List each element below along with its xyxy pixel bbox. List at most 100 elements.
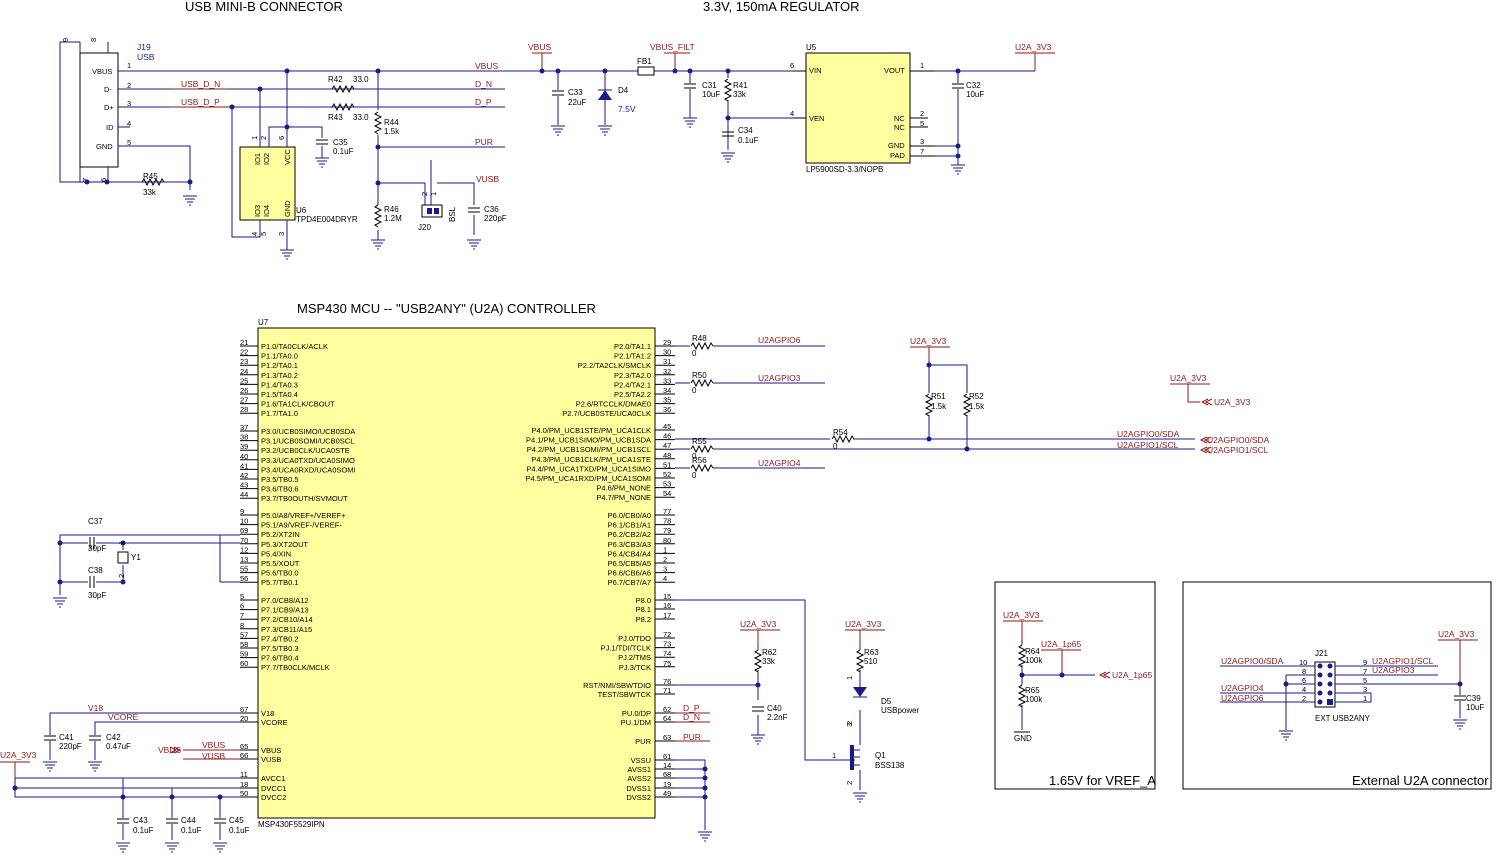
svg-text:GND: GND bbox=[1014, 734, 1032, 743]
mcu-pin-name: P7.7/TB0CLK/MCLK bbox=[261, 663, 330, 672]
mcu-pin-name: P3.6/TB0.6 bbox=[261, 485, 299, 494]
mcu-pin-number: 37 bbox=[240, 423, 248, 432]
svg-text:7: 7 bbox=[1363, 667, 1367, 676]
svg-text:C44: C44 bbox=[181, 816, 196, 825]
mcu-pin-number: 58 bbox=[240, 640, 248, 649]
mcu-pin-name: P5.6/TB0.0 bbox=[261, 569, 299, 578]
mcu-pin-name: P8.1 bbox=[636, 605, 651, 614]
mcu-pin-number: 35 bbox=[663, 396, 671, 405]
svg-text:VCC: VCC bbox=[283, 149, 292, 165]
svg-text:C33: C33 bbox=[568, 88, 583, 97]
mcu-pin-number: 3 bbox=[663, 565, 667, 574]
svg-text:U2A_3V3: U2A_3V3 bbox=[910, 336, 947, 346]
mcu-pin-number: 11 bbox=[240, 770, 248, 779]
svg-text:3: 3 bbox=[1363, 685, 1367, 694]
svg-text:0.1uF: 0.1uF bbox=[738, 136, 759, 145]
ext-connector-section-box bbox=[1182, 581, 1492, 790]
svg-text:1: 1 bbox=[1363, 694, 1367, 703]
svg-text:U2AGPIO0/SDA: U2AGPIO0/SDA bbox=[1207, 435, 1270, 445]
svg-text:0.47uF: 0.47uF bbox=[106, 742, 131, 751]
regulator-section-title: 3.3V, 150mA REGULATOR bbox=[703, 0, 860, 14]
u6-tvs: IO1 IO2 VCC IO3 IO4 GND 1 2 6 4 5 3 U6 T… bbox=[231, 71, 358, 260]
u5-ldo-regulator: VIN VEN 6 4 VOUT NC NC GND PAD 1 2 5 3 7… bbox=[790, 43, 935, 174]
svg-text:VBUS: VBUS bbox=[92, 67, 112, 76]
mcu-pin-name: PJ.2/TMS bbox=[618, 653, 651, 662]
svg-text:510: 510 bbox=[864, 657, 878, 666]
mcu-pin-number: 66 bbox=[240, 751, 248, 760]
svg-text:R63: R63 bbox=[864, 648, 879, 657]
mcu-pin-name: P5.3/XT2OUT bbox=[261, 540, 309, 549]
svg-text:IO4: IO4 bbox=[262, 205, 271, 217]
mcu-pin-number: 14 bbox=[663, 761, 671, 770]
mcu-pin-number: 53 bbox=[663, 480, 671, 489]
mcu-pin-name: P4.0/PM_UCB1STE/PM_UCA1CLK bbox=[531, 426, 651, 435]
svg-text:R41: R41 bbox=[733, 81, 748, 90]
fb1-ferrite bbox=[637, 66, 655, 76]
svg-text:U2AGPIO4: U2AGPIO4 bbox=[1221, 683, 1264, 693]
svg-text:U2A_1p65: U2A_1p65 bbox=[1112, 670, 1152, 680]
mcu-pin-number: 30 bbox=[663, 348, 671, 357]
svg-text:D+: D+ bbox=[104, 103, 114, 112]
svg-text:EXT USB2ANY: EXT USB2ANY bbox=[1315, 714, 1371, 723]
svg-text:2: 2 bbox=[259, 136, 268, 140]
mcu-pin-number: 12 bbox=[240, 545, 248, 554]
svg-text:VBUS_FILT: VBUS_FILT bbox=[650, 42, 695, 52]
u7-part: MSP430F5529IPN bbox=[258, 820, 325, 829]
mcu-pin-name: V18 bbox=[261, 709, 274, 718]
mcu-pin-number: 20 bbox=[240, 714, 248, 723]
mcu-pin-number: 56 bbox=[240, 574, 248, 583]
svg-text:V18: V18 bbox=[88, 703, 103, 713]
svg-text:U2A_3V3: U2A_3V3 bbox=[1438, 629, 1475, 639]
svg-text:U2A_3V3: U2A_3V3 bbox=[740, 619, 777, 629]
mcu-pin-name: P5.4/XIN bbox=[261, 549, 291, 558]
mcu-pin-name: P4.3/PM_UCB1CLK/PM_UCA1STE bbox=[531, 455, 651, 464]
svg-text:2: 2 bbox=[845, 781, 854, 785]
svg-text:R55: R55 bbox=[692, 437, 707, 446]
mcu-pin-number: 9 bbox=[240, 507, 244, 516]
svg-text:0.1uF: 0.1uF bbox=[333, 147, 354, 156]
mcu-pin-number: 47 bbox=[663, 441, 671, 450]
mcu-pin-name: P7.3/CB11/A15 bbox=[261, 625, 312, 634]
svg-text:1.65V for VREF_A: 1.65V for VREF_A bbox=[1049, 773, 1156, 788]
mcu-pin-name: P4.7/PM_NONE bbox=[596, 493, 651, 502]
svg-text:100k: 100k bbox=[1025, 656, 1043, 665]
svg-text:R42: R42 bbox=[328, 75, 343, 84]
mcu-pin-number: 31 bbox=[663, 357, 671, 366]
svg-text:U2A_3V3: U2A_3V3 bbox=[1015, 42, 1052, 52]
svg-text:U2AGPIO1/SCL: U2AGPIO1/SCL bbox=[1207, 445, 1269, 455]
svg-text:IO2: IO2 bbox=[262, 153, 271, 165]
usb-section-title: USB MINI-B CONNECTOR bbox=[185, 0, 343, 14]
mcu-pin-number: 24 bbox=[240, 367, 248, 376]
mcu-pin-number: 64 bbox=[663, 714, 671, 723]
svg-text:R50: R50 bbox=[692, 371, 707, 380]
svg-text:PUR: PUR bbox=[683, 732, 701, 742]
svg-text:C39: C39 bbox=[1466, 694, 1481, 703]
mcu-pin-name: P7.0/CB8/A12 bbox=[261, 596, 309, 605]
mcu-pin-name: P6.3/CB3/A3 bbox=[608, 540, 651, 549]
net-d-p: D_P bbox=[475, 97, 492, 107]
mcu-pin-number: 8 bbox=[240, 621, 244, 630]
mcu-pin-number: 40 bbox=[240, 452, 248, 461]
mcu-pin-number: 48 bbox=[663, 451, 671, 460]
svg-text:33.0: 33.0 bbox=[353, 113, 369, 122]
svg-text:6: 6 bbox=[277, 136, 286, 140]
svg-text:VIN: VIN bbox=[809, 66, 822, 75]
svg-text:NC: NC bbox=[894, 114, 905, 123]
svg-text:J19: J19 bbox=[137, 42, 151, 52]
mcu-pin-number: 74 bbox=[663, 649, 671, 658]
svg-text:BSL: BSL bbox=[448, 206, 457, 222]
mcu-pin-number: 34 bbox=[663, 386, 671, 395]
mcu-pin-number: 65 bbox=[240, 742, 248, 751]
mcu-pin-name: P8.2 bbox=[636, 615, 651, 624]
mcu-pin-name: TEST/SBWTCK bbox=[598, 690, 651, 699]
mcu-pin-number: 71 bbox=[663, 686, 671, 695]
mcu-pin-name: P5.5/XOUT bbox=[261, 559, 300, 568]
mcu-pin-name: P2.4/TA2.1 bbox=[614, 380, 651, 389]
svg-text:GND: GND bbox=[283, 200, 292, 217]
mcu-pin-number: 10 bbox=[240, 517, 248, 526]
mcu-pin-number: 77 bbox=[663, 507, 671, 516]
svg-text:2: 2 bbox=[117, 574, 126, 578]
svg-text:U2A_3V3: U2A_3V3 bbox=[1214, 397, 1251, 407]
svg-text:30pF: 30pF bbox=[88, 544, 106, 553]
svg-text:6: 6 bbox=[1302, 676, 1306, 685]
